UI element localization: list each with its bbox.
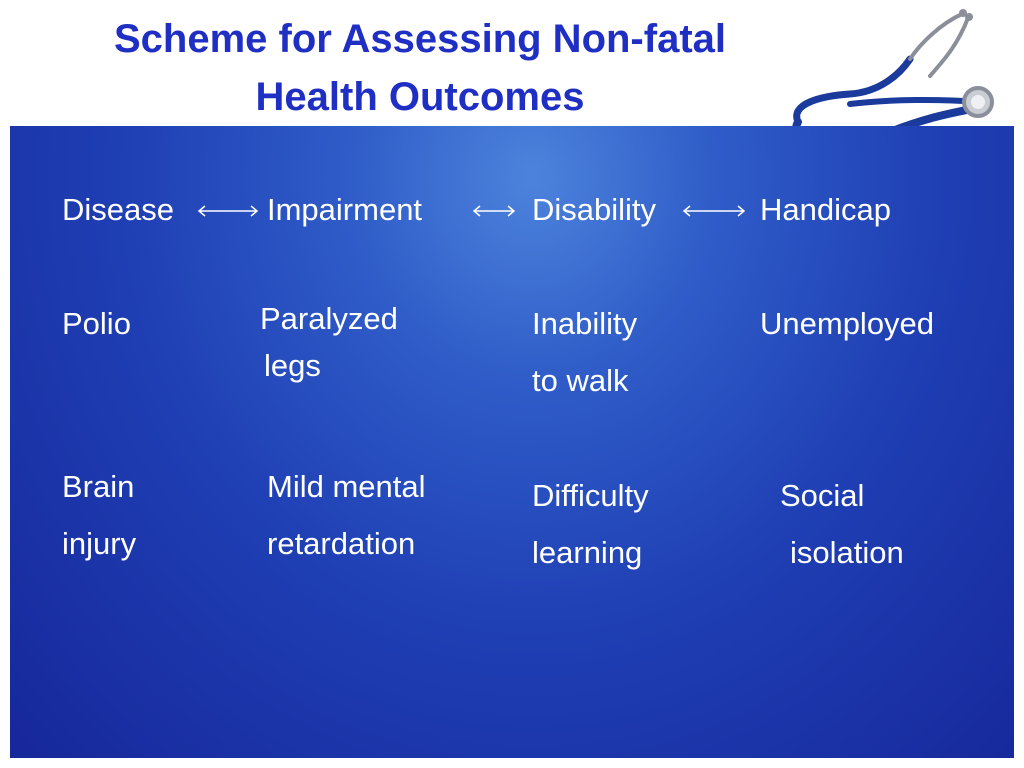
- slide-title-line-2: Health Outcomes: [255, 75, 585, 119]
- row2-handicap: Social isolation: [780, 467, 904, 581]
- slide-title: Scheme for Assessing Non-fatal Health Ou…: [40, 10, 800, 126]
- row2-disability-line-1: Difficulty: [532, 478, 649, 513]
- row1-disease-line: Polio: [62, 306, 131, 341]
- row2-impairment: Mild mental retardation: [267, 458, 426, 572]
- header-disability: Disability: [532, 192, 657, 227]
- row2-impairment-line-2: retardation: [267, 526, 416, 561]
- row2-disease-line-1: Brain: [62, 469, 135, 504]
- slide-title-line-1: Scheme for Assessing Non-fatal: [113, 17, 726, 61]
- content-panel: [10, 126, 1014, 758]
- double-arrow-icon: [472, 205, 516, 217]
- row1-impairment: Paralyzed legs: [260, 295, 398, 389]
- row1-disability: Inability to walk: [532, 295, 637, 409]
- row1-handicap: Unemployed: [760, 295, 934, 352]
- row2-disability: Difficulty learning: [532, 467, 649, 581]
- row1-disease: Polio: [62, 295, 131, 352]
- row2-impairment-line-1: Mild mental: [267, 469, 426, 504]
- row2-handicap-line-2: isolation: [790, 535, 904, 570]
- row1-disability-line-1: Inability: [532, 306, 638, 341]
- double-arrow-icon: [197, 205, 259, 217]
- row1-handicap-line: Unemployed: [760, 306, 935, 341]
- row2-handicap-line-1: Social: [780, 478, 865, 513]
- row1-disability-line-2: to walk: [532, 363, 629, 398]
- header-impairment: Impairment: [267, 192, 423, 227]
- row1-impairment-line-2: legs: [264, 348, 321, 383]
- header-handicap: Handicap: [760, 192, 891, 227]
- double-arrow-icon: [682, 205, 746, 217]
- row2-disease-line-2: injury: [62, 526, 137, 561]
- header-disease: Disease: [62, 192, 174, 227]
- row2-disability-line-2: learning: [532, 535, 643, 570]
- row1-impairment-line-1: Paralyzed: [260, 301, 398, 336]
- row2-disease: Brain injury: [62, 458, 136, 572]
